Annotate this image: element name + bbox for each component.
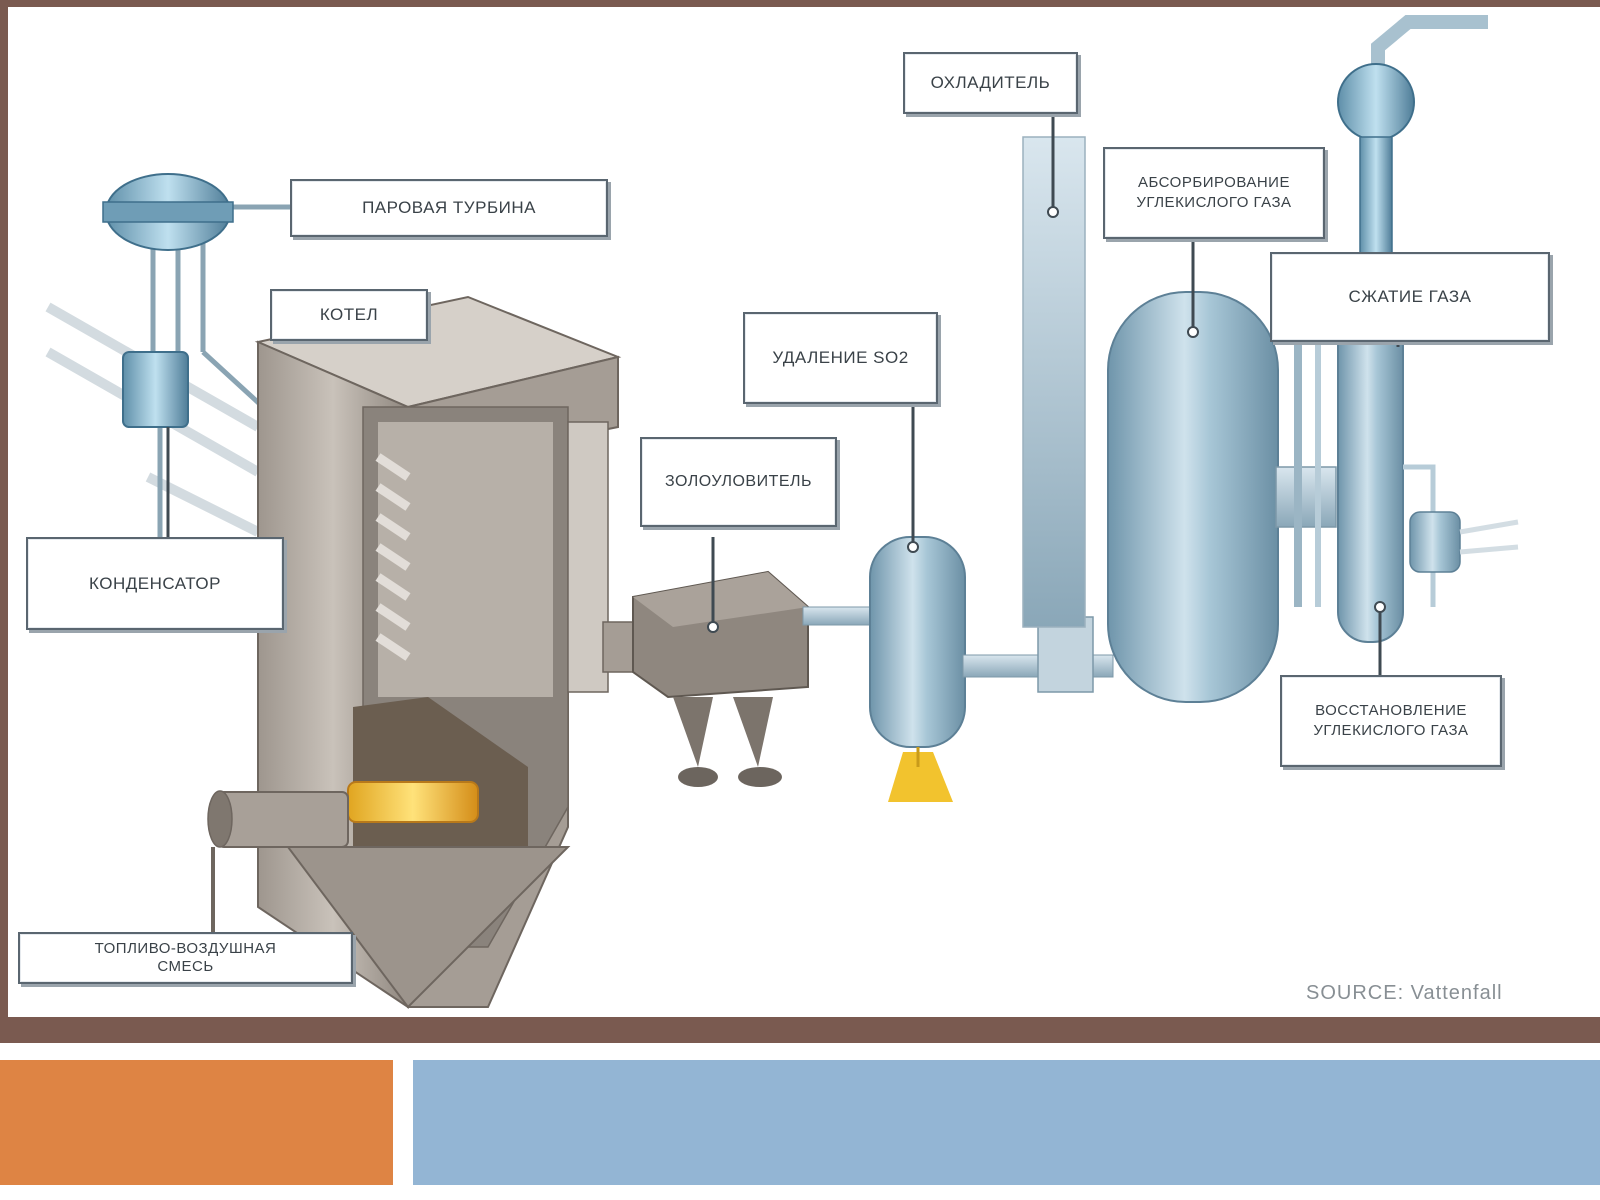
co2-stripper-column [1337,15,1488,682]
label-ash-collector: ЗОЛОУЛОВИТЕЛЬ [640,437,837,527]
footer-orange-block [0,1060,393,1185]
so2-removal-vessel [869,407,966,802]
source-credit: SOURCE: Vattenfall [1306,982,1503,1004]
absorber-stripper-pipes [1275,327,1337,607]
label-co2-recovery: ВОССТАНОВЛЕНИЕ УГЛЕКИСЛОГО ГАЗА [1280,675,1502,767]
ash-collector-unit [632,537,809,787]
footer-blue-block [413,1060,1600,1185]
label-gas-compression: СЖАТИЕ ГАЗА [1270,252,1550,342]
label-fuel-air-mix: ТОПЛИВО-ВОЗДУШНАЯ СМЕСЬ [18,932,353,984]
so2-to-absorber-pipe [962,616,1114,693]
label-condenser: КОНДЕНСАТОР [26,537,284,630]
label-steam-turbine: ПАРОВАЯ ТУРБИНА [290,179,608,237]
boiler-unit [254,295,622,1009]
label-boiler: КОТЕЛ [270,289,428,341]
power-plant-diagram: ПАРОВАЯ ТУРБИНА КОТЕЛ КОНДЕНСАТОР ТОПЛИВ… [8,7,1600,1017]
condenser-unit [122,351,189,428]
label-cooler: ОХЛАДИТЕЛЬ [903,52,1078,114]
label-so2-removal: УДАЛЕНИЕ SO2 [743,312,938,404]
label-co2-absorption: АБСОРБИРОВАНИЕ УГЛЕКИСЛОГО ГАЗА [1103,147,1325,239]
bottom-frame-band [0,1017,1600,1043]
steam-turbine-unit [102,173,234,251]
turbine-condenser-lines [150,204,296,537]
ash-to-so2-pipe [802,606,879,626]
top-frame-rule [0,0,1600,7]
cooler-column [1022,112,1086,628]
left-frame-rule [0,0,8,1030]
boiler-tubes [375,453,411,661]
co2-absorber-vessel [1107,242,1279,703]
fuel-inlet-pipe [207,790,349,942]
recovery-pump [1403,464,1519,607]
